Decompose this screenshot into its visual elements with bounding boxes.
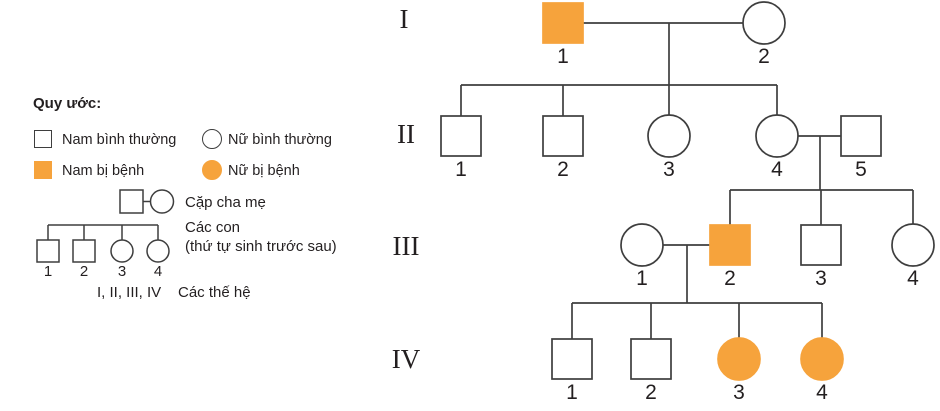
individual-label-III-2: 2 <box>724 267 736 290</box>
normal-female-icon <box>202 129 222 149</box>
legend-label-female-normal: Nữ bình thường <box>228 132 332 148</box>
individual-IV-1-normal-male-icon <box>551 338 593 380</box>
individual-label-IV-3: 3 <box>733 381 745 404</box>
individual-II-4-normal-female-icon <box>755 114 799 158</box>
individual-label-I-2: 2 <box>758 45 770 68</box>
legend-label-couple: Cặp cha mẹ <box>185 194 266 211</box>
individual-II-3-normal-female-icon <box>647 114 691 158</box>
individual-III-2-affected-male-icon <box>709 224 751 266</box>
legend-title: Quy ước: <box>33 95 102 112</box>
affected-male-icon <box>34 161 52 179</box>
normal-male-icon <box>34 130 52 148</box>
legend-label-female-affected: Nữ bị bệnh <box>228 163 300 179</box>
individual-III-3-normal-male-icon <box>800 224 842 266</box>
individual-label-IV-1: 1 <box>566 381 578 404</box>
individual-label-II-1: 1 <box>455 158 467 181</box>
individual-label-II-3: 3 <box>663 158 675 181</box>
generation-label-II: II <box>397 119 415 149</box>
children-number-2: 2 <box>80 263 88 280</box>
legend-label-children: Các con <box>185 219 241 236</box>
individual-II-2-normal-male-icon <box>542 115 584 157</box>
legend-sublabel-children: (thứ tự sinh trước sau) <box>185 238 337 255</box>
individual-III-1-normal-female-icon <box>620 223 664 267</box>
individual-II-1-normal-male-icon <box>440 115 482 157</box>
children-glyph-icon: 1 2 3 4 <box>36 224 170 280</box>
individual-label-III-3: 3 <box>815 267 827 290</box>
generation-label-III: III <box>393 231 420 261</box>
individual-I-1-affected-male-icon <box>542 2 584 44</box>
individual-label-II-5: 5 <box>855 158 867 181</box>
individual-label-II-2: 2 <box>557 158 569 181</box>
individual-label-I-1: 1 <box>557 45 569 68</box>
couple-glyph-icon <box>119 189 175 214</box>
individual-II-5-normal-male-icon <box>840 115 882 157</box>
individual-I-2-normal-female-icon <box>742 1 786 45</box>
individual-label-IV-2: 2 <box>645 381 657 404</box>
individual-IV-4-affected-female-icon <box>800 337 844 381</box>
legend-label-male-affected: Nam bị bệnh <box>62 163 145 179</box>
individual-label-III-4: 4 <box>907 267 919 290</box>
legend-generations-value: I, II, III, IV <box>97 284 162 301</box>
individual-label-IV-4: 4 <box>816 381 828 404</box>
individual-IV-3-affected-female-icon <box>717 337 761 381</box>
generation-label-IV: IV <box>392 344 421 374</box>
individual-label-II-4: 4 <box>771 158 783 181</box>
affected-female-icon <box>202 160 222 180</box>
individual-III-4-normal-female-icon <box>891 223 935 267</box>
legend-generations-label: Các thế hệ <box>178 284 251 301</box>
children-number-3: 3 <box>118 263 126 280</box>
children-number-1: 1 <box>44 263 52 280</box>
generation-label-I: I <box>400 4 409 34</box>
individual-label-III-1: 1 <box>636 267 648 290</box>
children-number-4: 4 <box>154 263 162 280</box>
individual-IV-2-normal-male-icon <box>630 338 672 380</box>
legend: Quy ước: Nam bình thường Nữ bình thường … <box>0 0 390 411</box>
legend-label-male-normal: Nam bình thường <box>62 132 177 148</box>
